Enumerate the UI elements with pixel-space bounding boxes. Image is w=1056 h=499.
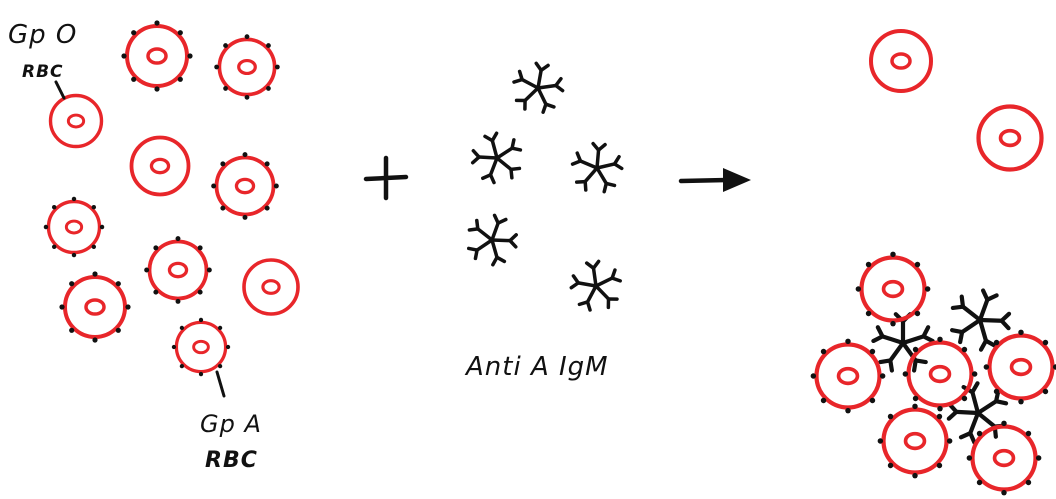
- group-a-cell: [144, 236, 212, 304]
- plus-symbol: [358, 150, 414, 206]
- bridging-igm-antibody: [873, 314, 932, 370]
- group-o-rbc-label: RBC: [22, 62, 64, 82]
- group-o-label: Gp O: [8, 20, 77, 50]
- group-a-cell: [211, 152, 279, 220]
- agglutinated-group-a-cell: [984, 330, 1056, 405]
- gp-a-pointer-line: [217, 372, 224, 396]
- group-a-label: Gp A: [200, 410, 262, 438]
- igm-antibody: [510, 60, 567, 115]
- igm-antibody: [568, 259, 623, 312]
- igm-antibody: [570, 142, 623, 193]
- agglutinated-group-a-cell: [811, 339, 886, 414]
- free-group-o-cell: [871, 31, 931, 91]
- group-a-cell: [44, 197, 105, 258]
- igm-antibody: [467, 128, 527, 186]
- bridging-igm-antibody: [942, 378, 1014, 448]
- igm-antibody: [461, 209, 523, 270]
- result-group: [811, 31, 1056, 495]
- group-a-rbc-label: RBC: [205, 448, 258, 473]
- agglutinated-group-a-cell: [967, 421, 1042, 496]
- free-group-o-cell: [979, 107, 1042, 170]
- group-a-cell: [214, 34, 280, 100]
- reaction-arrow-icon: [675, 150, 755, 210]
- free-antibodies-group: [461, 60, 624, 312]
- group-o-cell: [132, 138, 189, 195]
- antibody-label: Anti A IgM: [466, 352, 609, 382]
- group-a-cell: [121, 20, 192, 91]
- group-o-cell: [51, 96, 102, 147]
- group-a-cell: [59, 271, 130, 342]
- group-o-cell: [244, 260, 298, 314]
- mixed-cells-group: [44, 20, 298, 396]
- agglutinated-group-a-cell: [903, 337, 978, 412]
- group-a-cell: [172, 318, 230, 376]
- gp-o-pointer-line: [56, 82, 64, 98]
- agglutinated-group-a-cell: [878, 404, 953, 479]
- agglutinated-group-a-cell: [856, 252, 931, 327]
